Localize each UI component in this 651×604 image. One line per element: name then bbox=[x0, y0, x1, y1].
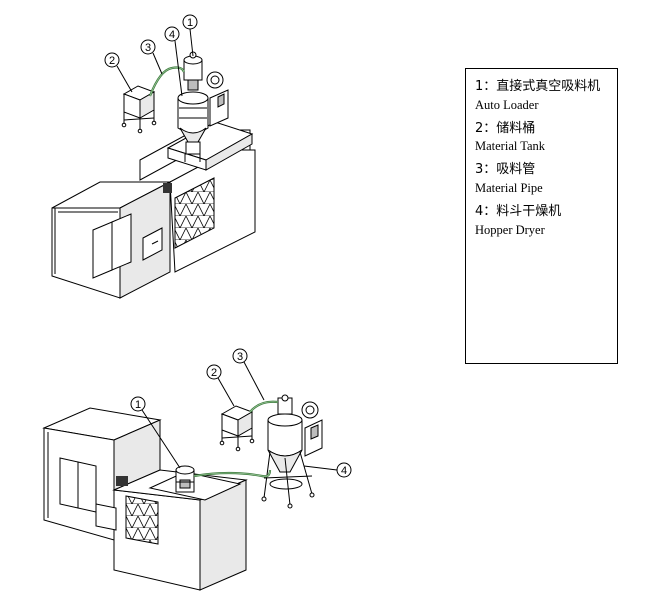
bottom-callout-3: 3 bbox=[232, 348, 265, 401]
top-hopper-dryer bbox=[177, 71, 229, 162]
top-callout-4: 4 bbox=[164, 26, 183, 97]
top-callout-3: 3 bbox=[140, 39, 163, 75]
legend-item-4-zh: 4：料斗干燥机 bbox=[475, 204, 562, 219]
legend-item-1-en: Auto Loader bbox=[475, 98, 539, 112]
legend-box: 1：直接式真空吸料机 Auto Loader 2：储料桶 Material Ta… bbox=[465, 68, 618, 364]
svg-text:4: 4 bbox=[169, 29, 175, 41]
top-auto-loader bbox=[183, 51, 203, 91]
top-material-pipe bbox=[148, 66, 186, 97]
svg-text:3: 3 bbox=[237, 351, 243, 363]
bottom-callout-2: 2 bbox=[206, 364, 235, 407]
bottom-callout-4: 4 bbox=[303, 462, 352, 478]
bottom-hopper-dryer bbox=[261, 394, 323, 509]
legend-item-2-zh: 2：储料桶 bbox=[475, 121, 536, 136]
top-callout-1: 1 bbox=[182, 14, 198, 57]
svg-text:1: 1 bbox=[135, 399, 141, 411]
svg-text:2: 2 bbox=[211, 367, 217, 379]
top-injection-machine bbox=[51, 121, 256, 299]
legend-item-3-en: Material Pipe bbox=[475, 181, 543, 195]
legend-item-1-zh: 1：直接式真空吸料机 bbox=[475, 79, 601, 94]
top-material-tank bbox=[121, 85, 157, 134]
legend-item-3-zh: 3：吸料管 bbox=[475, 162, 536, 177]
bottom-callout-1: 1 bbox=[130, 396, 181, 469]
legend-item-2-en: Material Tank bbox=[475, 139, 546, 153]
bottom-material-pipe bbox=[193, 400, 279, 478]
svg-text:4: 4 bbox=[341, 465, 347, 477]
svg-text:3: 3 bbox=[145, 42, 151, 54]
bottom-injection-machine bbox=[42, 407, 248, 591]
bottom-material-tank bbox=[219, 405, 255, 452]
svg-text:1: 1 bbox=[187, 17, 193, 29]
top-callout-2: 2 bbox=[104, 52, 133, 93]
legend-item-4-en: Hopper Dryer bbox=[475, 223, 545, 237]
svg-text:2: 2 bbox=[109, 55, 115, 67]
bottom-auto-loader bbox=[175, 465, 195, 493]
